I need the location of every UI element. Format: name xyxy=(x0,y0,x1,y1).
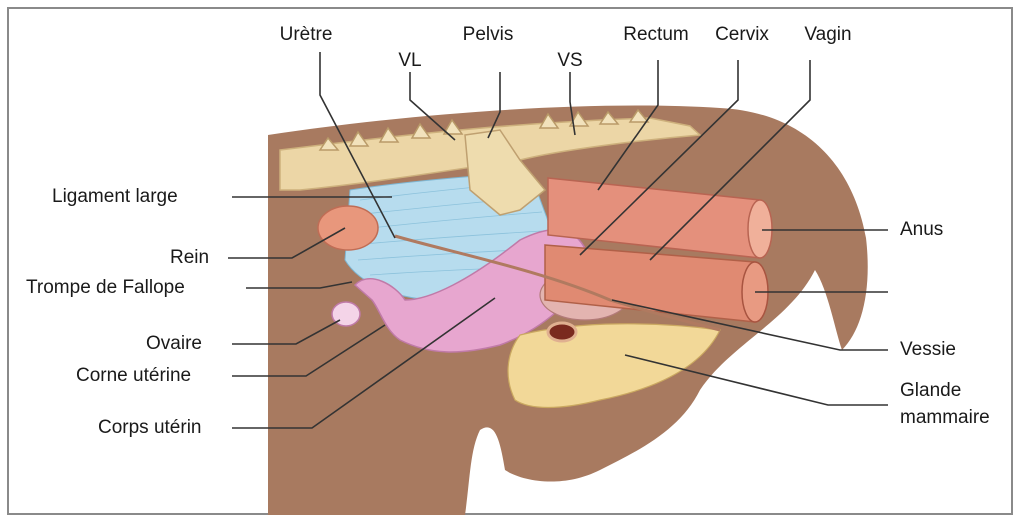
vulva-opening xyxy=(548,323,576,341)
label-cervix: Cervix xyxy=(715,24,769,46)
kidney xyxy=(318,206,378,250)
label-vagin: Vagin xyxy=(804,24,851,46)
label-rectum: Rectum xyxy=(623,24,688,46)
label-glande: Glande xyxy=(900,380,961,402)
label-anus: Anus xyxy=(900,219,943,241)
label-vl: VL xyxy=(398,50,421,72)
label-corps-uterin: Corps utérin xyxy=(98,417,202,439)
label-trompe-de-fallope: Trompe de Fallope xyxy=(26,277,185,299)
label-pelvis: Pelvis xyxy=(463,24,514,46)
label-corne-uterine: Corne utérine xyxy=(76,365,191,387)
label-vessie: Vessie xyxy=(900,339,956,361)
label-rein: Rein xyxy=(170,247,209,269)
label-mammaire: mammaire xyxy=(900,407,990,429)
label-ovaire: Ovaire xyxy=(146,333,202,355)
label-uretre: Urètre xyxy=(280,24,333,46)
label-ligament-large: Ligament large xyxy=(52,186,178,208)
label-vs: VS xyxy=(557,50,582,72)
rectum-end xyxy=(748,200,772,258)
